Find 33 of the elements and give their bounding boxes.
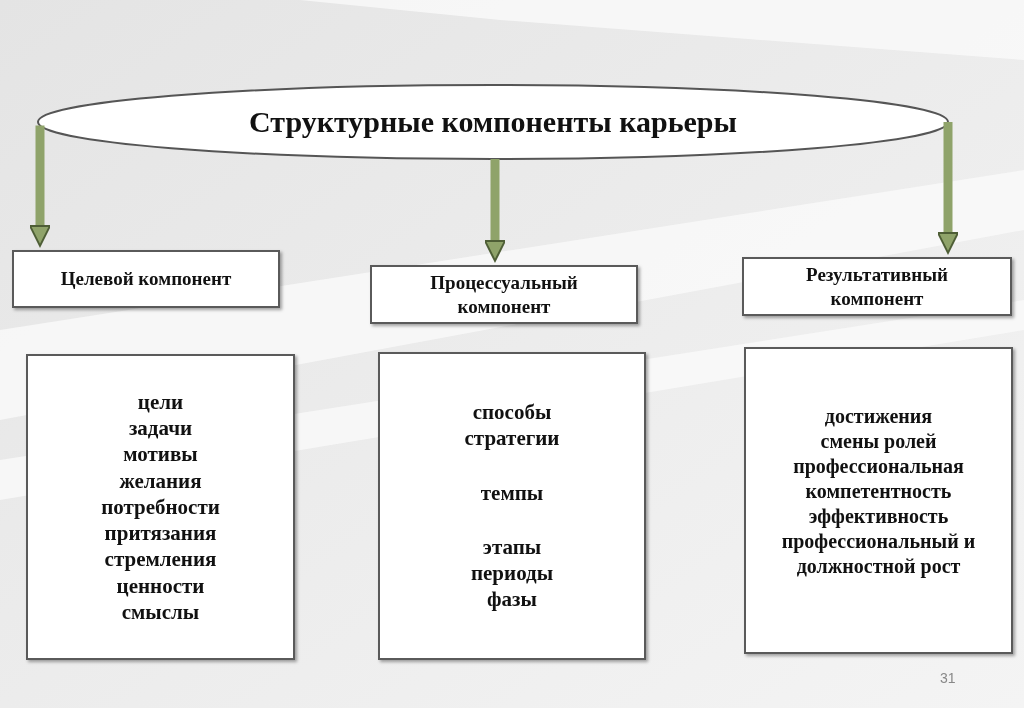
item-text: эффективность (808, 504, 949, 529)
arrow (484, 159, 506, 262)
item-text: достижения (824, 404, 933, 429)
item-text: этапы (482, 533, 542, 560)
list-box (744, 347, 1013, 654)
component-box (370, 265, 638, 324)
component-box (12, 250, 280, 308)
item-text: способы (472, 399, 552, 426)
item-text: Процессуальный компонент (430, 270, 578, 319)
item-text: смены ролей (820, 429, 937, 454)
item-text: цели (137, 388, 184, 416)
item-text: фазы (487, 586, 537, 613)
list-box (26, 354, 295, 660)
list-box (378, 352, 646, 660)
item-text: мотивы (123, 441, 198, 468)
item-text: задачи (128, 415, 193, 442)
component-box (742, 257, 1012, 316)
item-text: темпы (480, 479, 544, 506)
item-text: Целевой компонент (60, 267, 232, 291)
item-text: смыслы (121, 598, 200, 626)
item-text: притязания (104, 520, 217, 547)
item-text: профессиональный и должностной рост (780, 529, 977, 579)
item-text: периоды (470, 560, 554, 587)
arrow (937, 122, 959, 254)
title-text: Структурные компоненты карьеры (249, 104, 737, 141)
page-number: 31 (940, 670, 956, 686)
item-text: желания (119, 467, 202, 494)
arrow (29, 125, 51, 247)
item-text: стремления (104, 546, 217, 573)
item-text: потребности (101, 493, 220, 521)
item-text: стратегии (464, 425, 560, 452)
item-text: ценности (116, 572, 205, 599)
item-text: Результативный компонент (805, 262, 949, 311)
